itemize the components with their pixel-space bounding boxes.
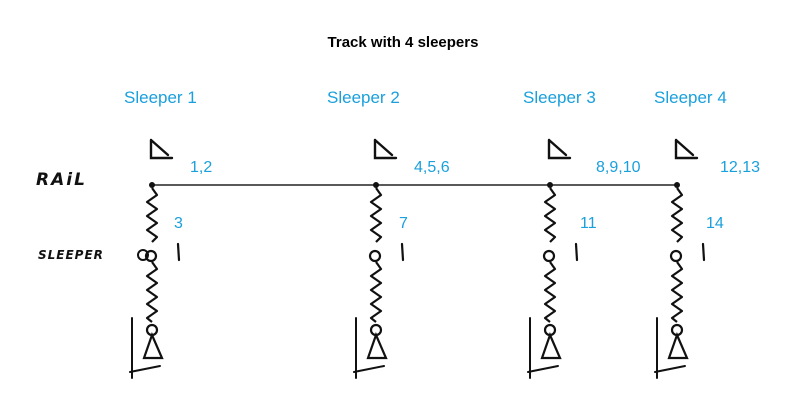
lower-spring-3 <box>543 261 557 323</box>
lower-spring-1 <box>145 261 159 323</box>
sleeper-tick-2 <box>400 242 405 262</box>
rail-clip-icon-1 <box>149 138 174 160</box>
support-triangle-2 <box>366 331 388 360</box>
sleeper-2-label: Sleeper 2 <box>327 88 400 107</box>
sleeper-marker-circle <box>137 249 149 261</box>
sleeper-tick-4 <box>701 242 706 262</box>
sleeper-1-label: Sleeper 1 <box>124 88 197 107</box>
sleeper-1-top-nodes: 1,2 <box>190 159 213 176</box>
support-triangle-3 <box>540 331 562 360</box>
lower-spring-4 <box>670 261 684 323</box>
rail-node-3 <box>547 182 553 188</box>
upper-spring-2 <box>369 187 383 243</box>
sleeper-4-top-nodes: 12,13 <box>720 159 761 176</box>
sleeper-1-mid-node: 3 <box>174 215 183 232</box>
sleeper-springs <box>129 138 706 379</box>
sleeper-mass-1 <box>144 249 158 263</box>
rail-handwritten-label: RAiL <box>36 170 87 190</box>
upper-spring-1 <box>145 187 159 243</box>
sleeper-handwritten-label: SLEEPER <box>38 248 104 262</box>
sleeper-4-mid-node: 14 <box>706 215 724 232</box>
rail-node-2 <box>373 182 379 188</box>
sleeper-4-label: Sleeper 4 <box>654 88 727 107</box>
ground-2 <box>353 317 385 379</box>
support-triangle-4 <box>667 331 689 360</box>
upper-spring-3 <box>543 187 557 243</box>
rail-clip-icon-4 <box>674 138 699 160</box>
rail-clip-icon-2 <box>373 138 398 160</box>
ground-4 <box>654 317 686 379</box>
sleeper-3-mid-node: 11 <box>580 215 597 232</box>
sleeper-3-label: Sleeper 3 <box>523 88 596 107</box>
sleeper-tick-1 <box>176 242 181 262</box>
ground-3 <box>527 317 559 379</box>
sleeper-3-top-nodes: 8,9,10 <box>596 159 641 176</box>
sleeper-2-top-nodes: 4,5,6 <box>414 159 450 176</box>
sleeper-tick-3 <box>574 242 579 262</box>
rail-node-1 <box>149 182 155 188</box>
rail-clip-icon-3 <box>547 138 572 160</box>
sleeper-mass-3 <box>542 249 556 263</box>
rail-node-4 <box>674 182 680 188</box>
sleeper-mass-2 <box>368 249 382 263</box>
ground-1 <box>129 317 161 379</box>
sleeper-mass-4 <box>669 249 683 263</box>
upper-spring-4 <box>670 187 684 243</box>
support-triangle-1 <box>142 331 164 360</box>
page-title: Track with 4 sleepers <box>327 34 479 51</box>
sleeper-2-mid-node: 7 <box>399 215 408 232</box>
lower-spring-2 <box>369 261 383 323</box>
